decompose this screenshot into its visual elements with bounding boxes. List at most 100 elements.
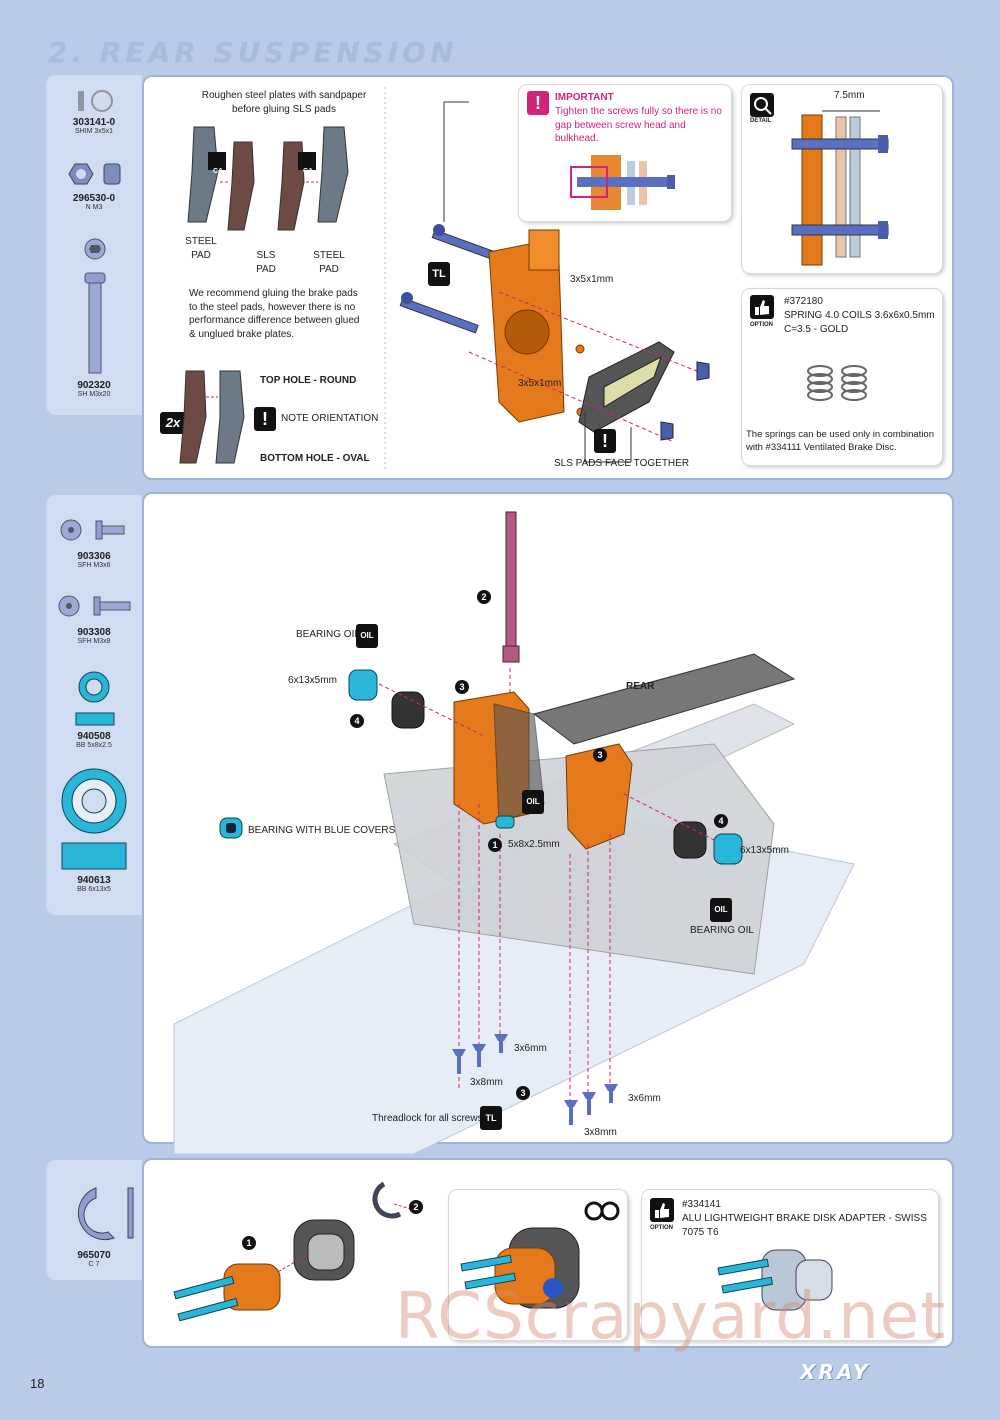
step-number: 3 (516, 1086, 530, 1100)
part-desc: SFH M3x8 (77, 638, 111, 645)
bearing-size-right: 6x13x5mm (740, 845, 789, 856)
quantity-badge: 2x (160, 412, 186, 434)
threadlock-icon: TL (480, 1106, 502, 1130)
sls-pad-label: SLS PAD (256, 250, 276, 275)
divider-dotted (384, 87, 386, 472)
part-desc: C 7 (88, 1261, 100, 1268)
part-code: 903308 (77, 627, 111, 638)
bearing-blue-label: BEARING WITH BLUE COVERS (248, 825, 396, 836)
top-hole-label: TOP HOLE - ROUND (260, 375, 357, 386)
shim-icon (78, 90, 113, 112)
oil-icon: OIL (522, 790, 544, 814)
part-desc: SH M3x20 (77, 391, 111, 398)
threadlock-icon: TL (428, 262, 450, 286)
gear-check-icon (584, 1201, 620, 1221)
option-tag: OPTION (750, 322, 774, 328)
step-number: 4 (350, 714, 364, 728)
part-code: 965070 (77, 1250, 111, 1261)
page-number: 18 (30, 1376, 45, 1391)
part-code: 903306 (77, 551, 111, 562)
watermark: RCScrapyard.net (395, 1280, 947, 1354)
thumbs-up-icon (650, 1198, 674, 1222)
step-number: 3 (455, 680, 469, 694)
part-code: 303141-0 (72, 117, 116, 128)
step-number: 3 (593, 748, 607, 762)
detail-box: DETAIL 7.5mm (742, 85, 942, 273)
detail-magnifier-icon (750, 93, 774, 117)
screw-size-label: 3x6mm (628, 1093, 661, 1104)
screw-size-label: 3x8mm (470, 1077, 503, 1088)
bearing-6x13-icon (61, 768, 127, 870)
screw-m3x8-icon (58, 595, 131, 617)
brand-logo: XRAY (800, 1360, 871, 1384)
exclamation-icon: ! (594, 429, 616, 453)
assembled-adapter-illustration (460, 1227, 580, 1309)
bearing-size-left: 6x13x5mm (288, 675, 337, 686)
bearing-oil-label-2: BEARING OIL (690, 925, 754, 936)
step-panel-brake-pads: Roughen steel plates with sandpaper befo… (142, 75, 954, 480)
alu-adapter-illustration (717, 1249, 833, 1311)
assembled-adapter-box (449, 1190, 627, 1340)
c-clip-icon (77, 1187, 134, 1241)
thumbs-up-icon (750, 295, 774, 319)
bearing-oil-label: BEARING OIL (296, 629, 360, 640)
oil-label: OIL (526, 797, 540, 806)
springs-illustration (807, 365, 867, 401)
screw-m3x20-icon (84, 238, 106, 374)
threadlock-label: TL (432, 268, 446, 280)
part-desc: SFH M3x6 (77, 562, 111, 569)
oil-label: OIL (714, 905, 728, 914)
rear-label: REAR (626, 681, 655, 692)
option-part-number: #372180 (784, 296, 823, 307)
shim-label-1: 3x5x1mm (570, 274, 614, 285)
blue-cover-bearing-icon (219, 817, 243, 839)
screw-size-label: 3x6mm (514, 1043, 547, 1054)
oil-icon: OIL (710, 898, 732, 922)
ca-tag: CA (303, 168, 314, 175)
step-number: 4 (714, 814, 728, 828)
adapter-exploded-illustration (173, 1181, 415, 1322)
roughen-note: Roughen steel plates with sandpaper befo… (201, 90, 367, 115)
step-number: 1 (488, 838, 502, 852)
chassis-assembly-illustration (173, 511, 855, 1155)
steel-pad-label: STEEL PAD (185, 236, 217, 261)
option-description: ALU LIGHTWEIGHT BRAKE DISK ADAPTER - SWI… (682, 1213, 927, 1238)
ca-tag: CA (213, 168, 224, 175)
bottom-hole-label: BOTTOM HOLE - OVAL (260, 453, 370, 464)
part-desc: BB 6x13x5 (77, 886, 111, 893)
option-adapter-box: OPTION #334141 ALU LIGHTWEIGHT BRAKE DIS… (642, 1190, 938, 1340)
oil-label: OIL (360, 631, 374, 640)
pad-orientation-illustration (179, 370, 245, 464)
option-note: The springs can be used only in combinat… (746, 429, 935, 453)
part-desc: BB 5x8x2.5 (76, 742, 112, 749)
step-panel-bulkheads: 2 BEARING OIL OIL 6x13x5mm 4 3 REAR 3 OI… (142, 492, 954, 1155)
option-tag: OPTION (650, 1225, 674, 1231)
sls-face-label: SLS PADS FACE TOGETHER (554, 458, 690, 469)
bearing-5x8-icon (75, 671, 115, 726)
oil-icon: OIL (356, 624, 378, 648)
part-desc: SHIM 3x5x1 (74, 128, 114, 135)
part-code: 940508 (77, 731, 111, 742)
option-part-number: #334141 (682, 1199, 721, 1210)
step-number: 1 (242, 1236, 256, 1250)
important-box: ! IMPORTANT Tighten the screws fully so … (519, 85, 731, 221)
important-icon: ! (527, 91, 549, 115)
note-orientation-label: NOTE ORIENTATION (281, 413, 379, 424)
detail-dimension: 7.5mm (834, 90, 865, 101)
brake-pads-illustration (187, 126, 349, 231)
bulkhead-assembly-illustration (399, 101, 710, 463)
detail-illustration (791, 110, 889, 266)
bearing-size-small: 5x8x2.5mm (508, 839, 560, 850)
screw-size-label: 3x8mm (584, 1127, 617, 1138)
part-code: 296530-0 (72, 193, 116, 204)
step-number: 2 (477, 590, 491, 604)
recommend-note: We recommend gluing the brake pads to th… (189, 288, 360, 340)
part-desc: N M3 (85, 204, 103, 211)
steel-pad-label-2: STEEL PAD (313, 250, 345, 275)
detail-tag: DETAIL (750, 118, 772, 124)
screw-m3x6-icon (60, 519, 125, 541)
option-description: SPRING 4.0 COILS 3.6x6x0.5mm C=3.5 - GOL… (784, 310, 935, 335)
